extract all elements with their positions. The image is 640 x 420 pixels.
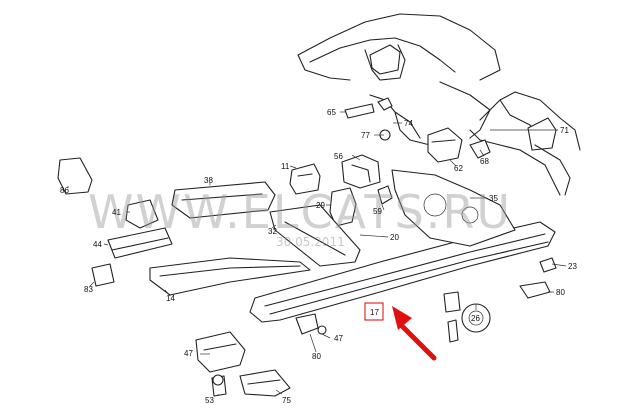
- upper-body-panel: [297, 13, 581, 196]
- leader-lines: [67, 111, 567, 396]
- callout-label: 56: [334, 152, 343, 161]
- callout-label: 65: [327, 108, 336, 117]
- callout-label: 35: [489, 194, 498, 203]
- small-parts: [57, 103, 393, 287]
- callout-label: 38: [204, 176, 213, 185]
- callout-label: 71: [560, 126, 569, 135]
- callout-label: 14: [166, 294, 175, 303]
- callout-label: 77: [361, 131, 370, 140]
- callout-label: 53: [205, 396, 214, 405]
- watermark-date: 30.05.2011: [276, 235, 345, 249]
- callout-label: 41: [112, 208, 121, 217]
- callout-label: 68: [480, 157, 489, 166]
- callout-label: 80: [312, 352, 321, 361]
- rocker-panel: [149, 169, 557, 343]
- callout-labels: 65 74 71 77 68 62 56 11 38 86 41 29 59 3…: [60, 108, 577, 405]
- callout-label: 20: [390, 233, 399, 242]
- callout-label: 47: [334, 334, 343, 343]
- red-arrow-icon: [392, 306, 437, 361]
- lower-brackets: [195, 331, 291, 397]
- callout-label: 74: [404, 119, 413, 128]
- callout-label: 23: [568, 262, 577, 271]
- callout-label: 26: [471, 314, 480, 323]
- callout-label: 80: [556, 288, 565, 297]
- callout-label: 75: [282, 396, 291, 405]
- callout-label: 83: [84, 285, 93, 294]
- callout-label: 17: [370, 308, 379, 317]
- callout-label: 47: [184, 349, 193, 358]
- callout-label: 29: [316, 201, 325, 210]
- callout-label: 59: [373, 207, 382, 216]
- watermark-text: WWW.ELCATS.RU: [88, 185, 512, 239]
- callout-label: 32: [268, 227, 277, 236]
- highlight-box: [364, 302, 384, 321]
- callout-label: 44: [93, 240, 102, 249]
- callout-label: 86: [60, 186, 69, 195]
- callout-label: 11: [281, 162, 290, 171]
- callout-label: 62: [454, 164, 463, 173]
